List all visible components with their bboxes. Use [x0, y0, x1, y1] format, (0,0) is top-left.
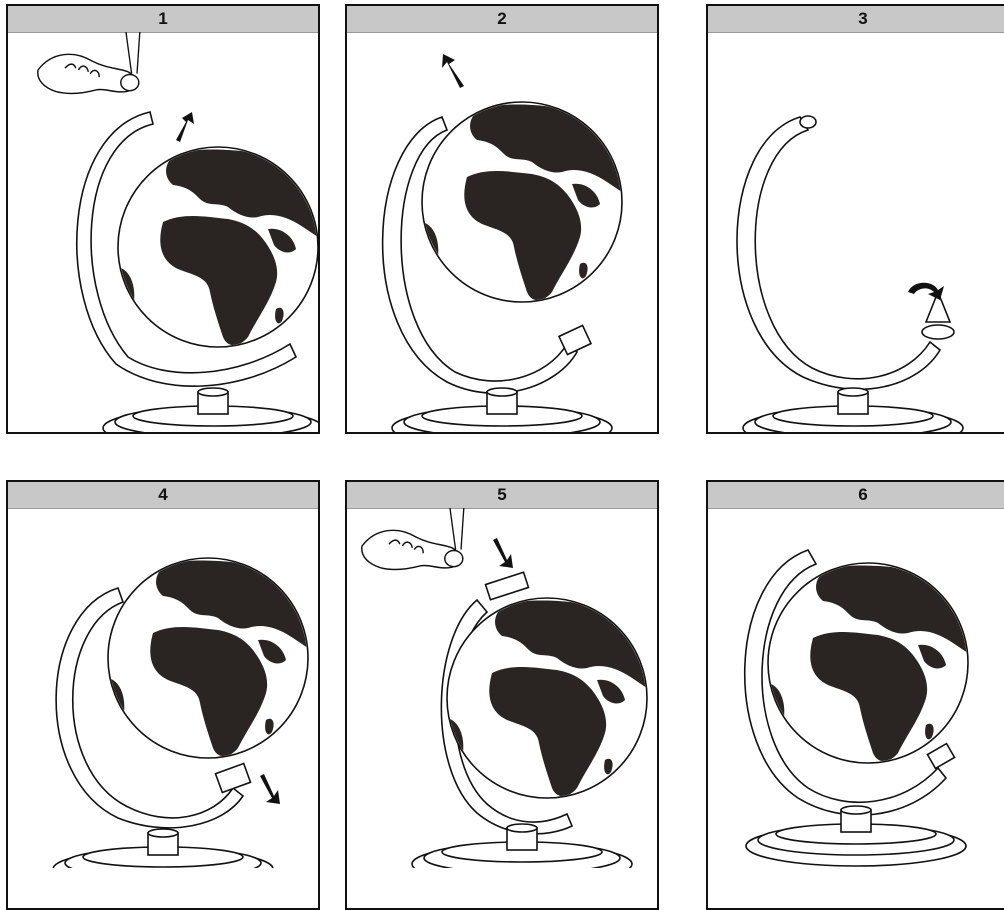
- stand-icon: [412, 824, 632, 868]
- step-panel-6: 6: [706, 480, 1004, 910]
- stand-icon: [53, 829, 273, 868]
- step-illustration-6: [708, 508, 1004, 868]
- step-panel-2: 2: [345, 4, 659, 434]
- arrow-up-icon: [442, 54, 464, 88]
- step-illustration-2: [347, 32, 657, 432]
- stand-icon: [392, 388, 612, 432]
- arrow-down-icon: [493, 538, 513, 568]
- globe-icon: [118, 147, 318, 347]
- hand-icon: [362, 508, 465, 570]
- globe-icon: [108, 558, 308, 758]
- step-illustration-4: [8, 508, 318, 868]
- step-panel-5: 5: [345, 480, 659, 910]
- stand-icon: [746, 806, 966, 866]
- stand-icon: [743, 388, 963, 432]
- step-panel-1: 1: [6, 4, 320, 434]
- meridian-arc: [737, 117, 940, 389]
- globe-icon: [447, 598, 647, 798]
- step-number: 1: [8, 6, 318, 33]
- step-illustration-5: [347, 508, 657, 868]
- step-number: 3: [708, 6, 1004, 33]
- arrow-down-icon: [260, 774, 280, 804]
- step-number: 2: [347, 6, 657, 33]
- step-number: 4: [8, 482, 318, 509]
- step-number: 6: [708, 482, 1004, 509]
- step-number: 5: [347, 482, 657, 509]
- globe-icon: [768, 563, 968, 763]
- stand-icon: [103, 388, 318, 432]
- arrow-up-icon: [176, 112, 194, 142]
- globe-icon: [422, 102, 622, 302]
- step-illustration-3: [708, 32, 1004, 432]
- hand-icon: [38, 32, 141, 94]
- step-illustration-1: [8, 32, 318, 432]
- rotate-arrow-icon: [908, 283, 944, 300]
- step-panel-4: 4: [6, 480, 320, 910]
- step-panel-3: 3: [706, 4, 1004, 434]
